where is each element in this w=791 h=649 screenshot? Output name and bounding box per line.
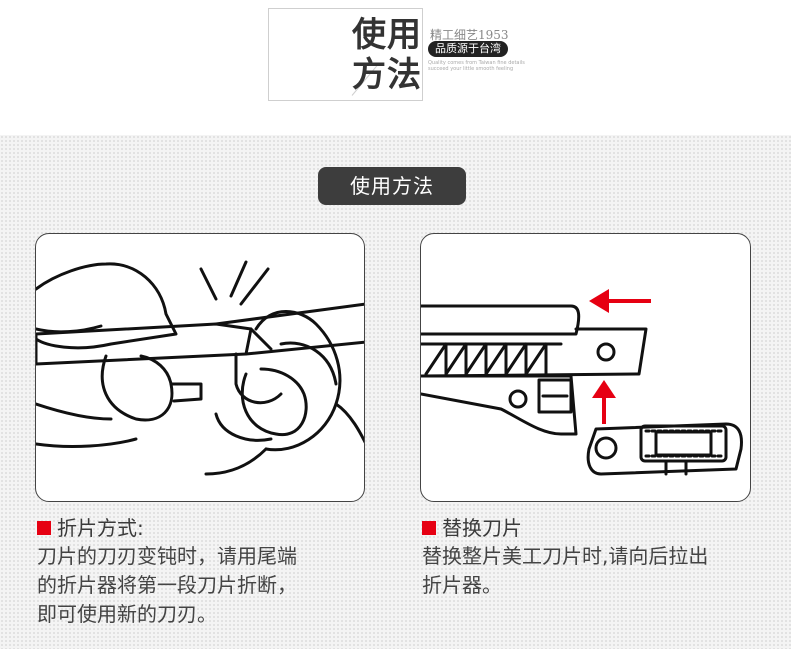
section-title: 使用方法 (318, 167, 466, 205)
step-heading: 折片方式: (57, 516, 144, 540)
page-title-line2: 方法 (352, 55, 422, 95)
step-description-line: 替换整片美工刀片时,请向后拉出 (422, 544, 709, 568)
brand-tagline: 品质源于台湾 (428, 41, 508, 57)
step-description-line: 折片器。 (422, 573, 502, 597)
header-frame (268, 8, 423, 101)
step-snap-blade: 折片方式: 刀片的刀刃变钝时，请用尾端 的折片器将第一段刀片折断， 即可使用新的… (37, 514, 367, 629)
step-description-line: 的折片器将第一段刀片折断， (37, 573, 297, 597)
step-heading-row: 替换刀片 (422, 514, 782, 542)
replace-blade-illustration (420, 233, 751, 502)
step-heading-row: 折片方式: (37, 514, 367, 542)
page-title-line1: 使用 (352, 15, 422, 55)
bullet-square-icon (422, 521, 436, 535)
brand-name: 精工细艺1953 (430, 28, 509, 42)
step-description-line: 刀片的刀刃变钝时，请用尾端 (37, 544, 297, 568)
step-description-line: 即可使用新的刀刃。 (37, 602, 217, 626)
step-replace-blade: 替换刀片 替换整片美工刀片时,请向后拉出 折片器。 (422, 514, 782, 600)
replace-blade-icon (421, 289, 743, 476)
brand-subtitle: Quality comes from Taiwan fine details s… (428, 60, 525, 72)
bullet-square-icon (37, 521, 51, 535)
snap-blade-icon (36, 260, 364, 476)
snap-blade-illustration (35, 233, 365, 502)
step-heading: 替换刀片 (442, 516, 522, 540)
